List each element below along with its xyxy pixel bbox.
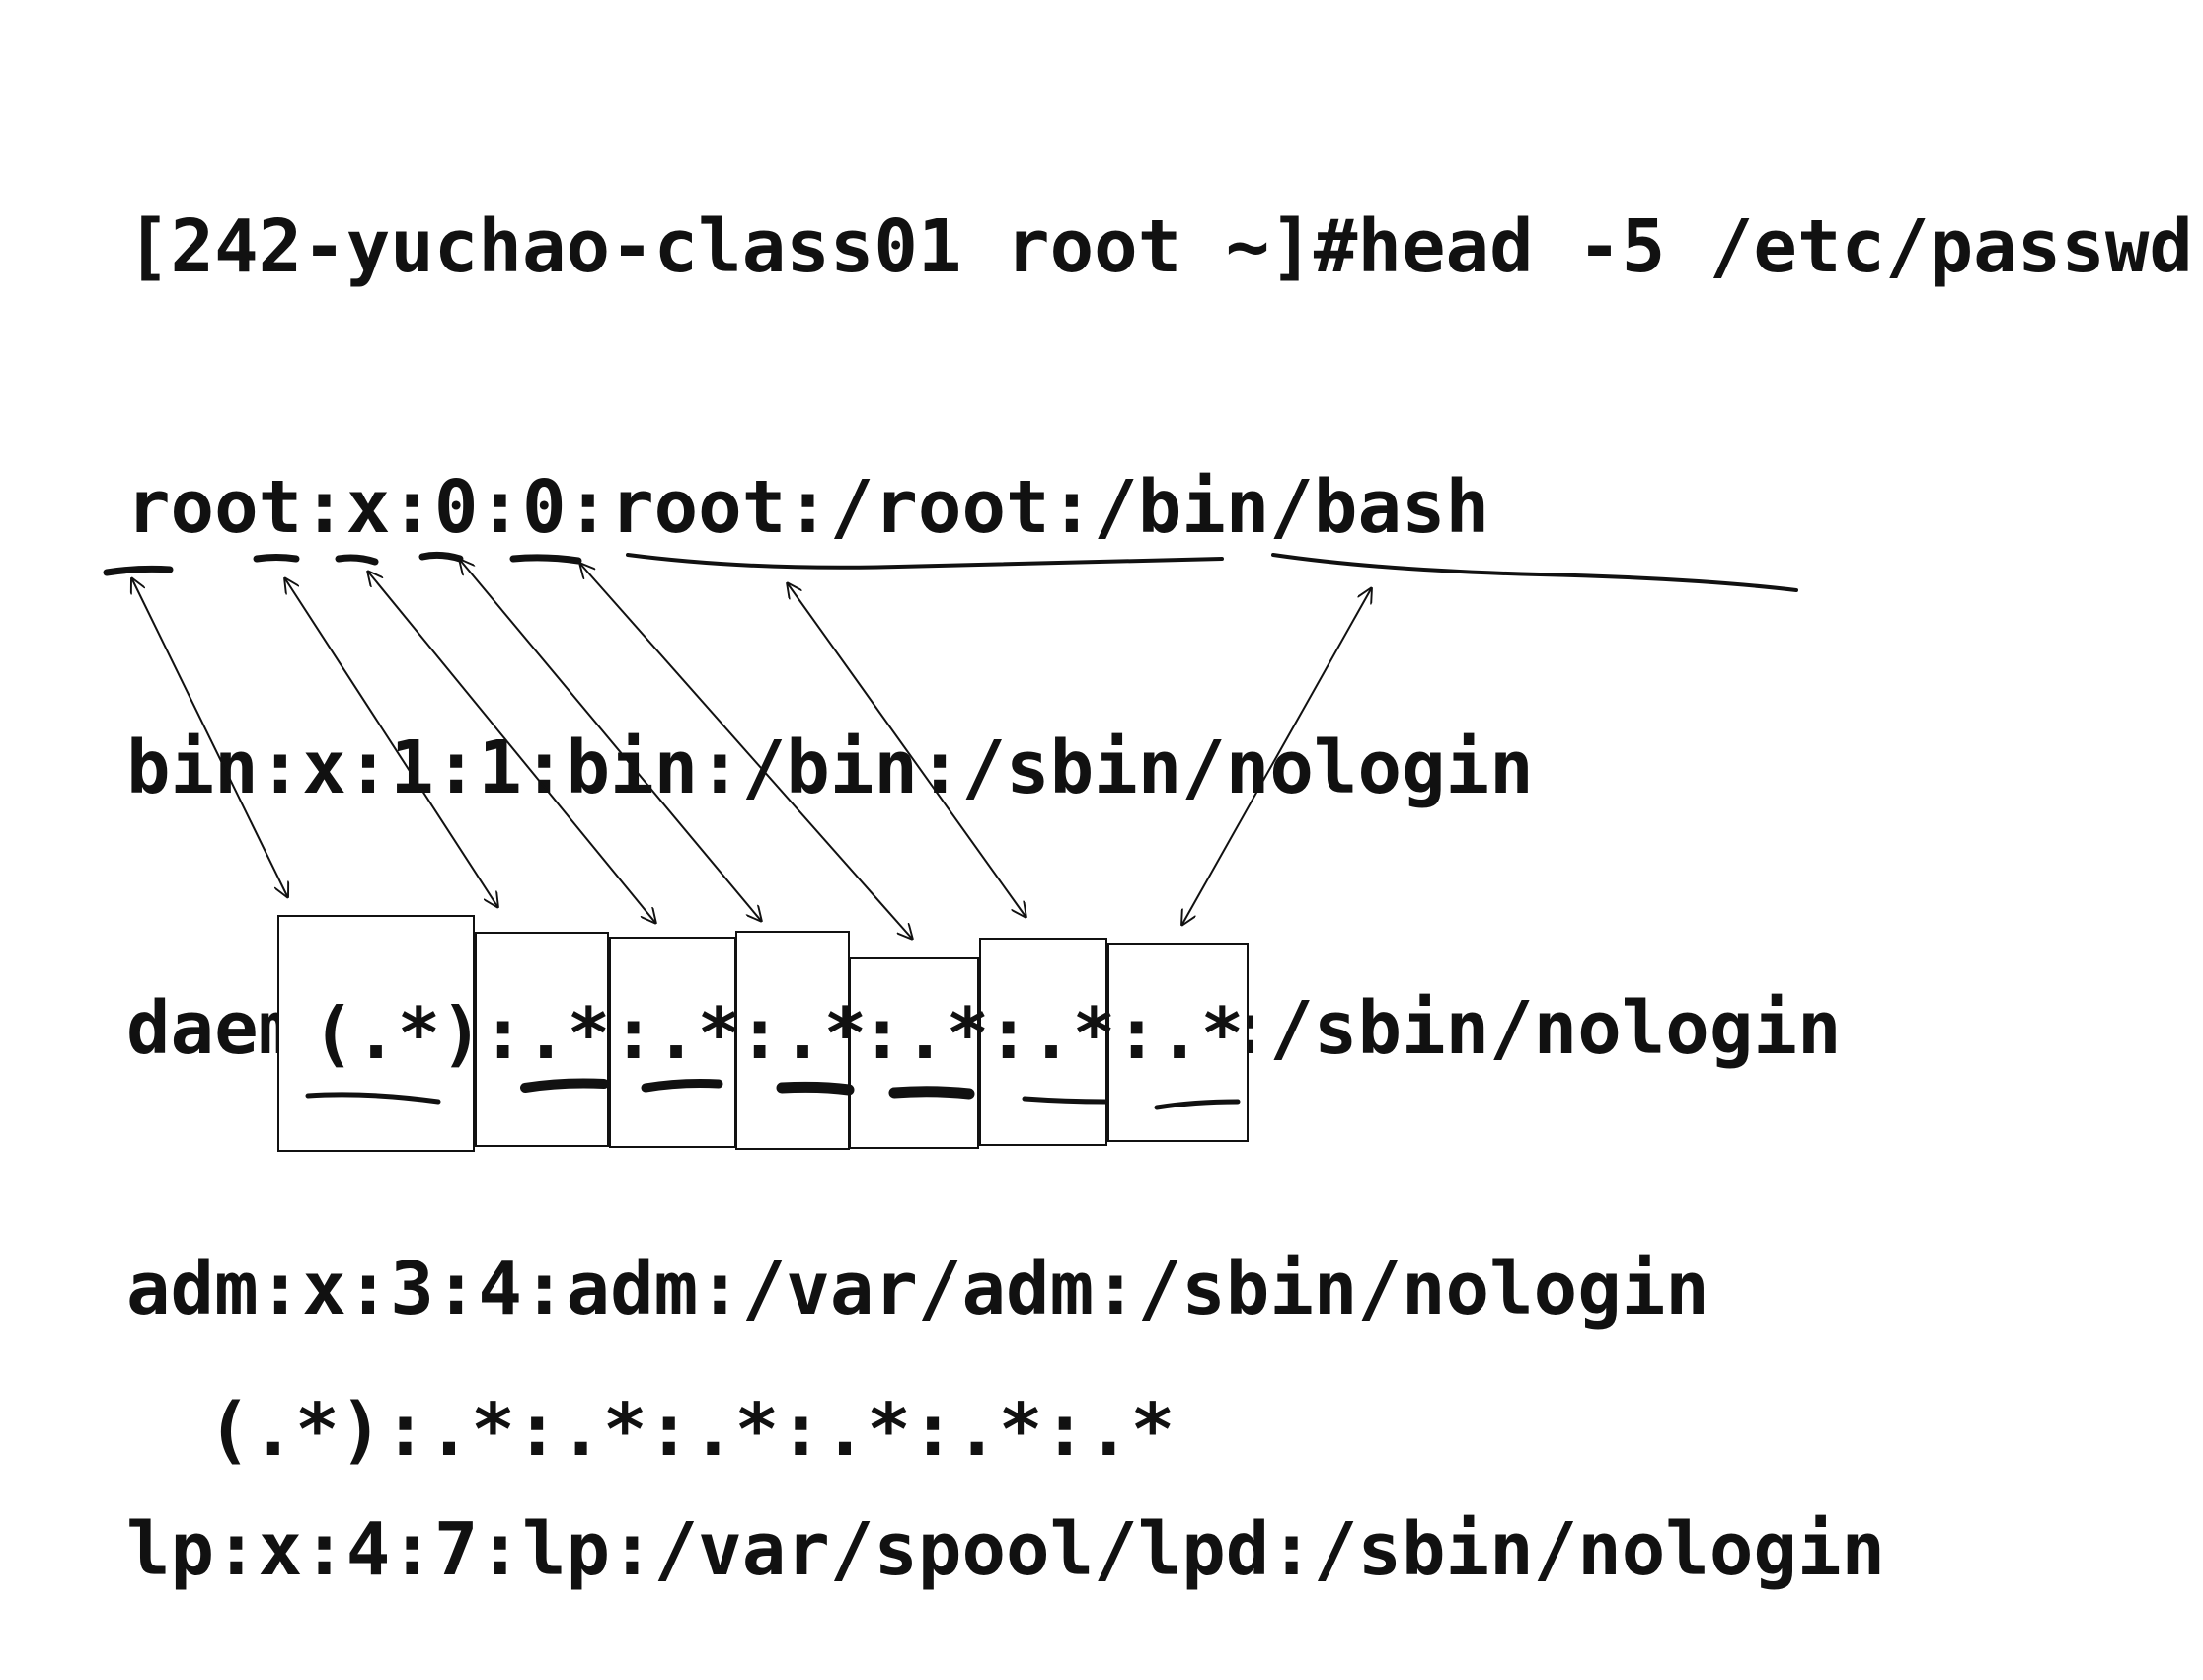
box-underline-1	[305, 1092, 441, 1105]
regex-box-3	[609, 937, 736, 1148]
passwd-line-root: root:x:0:0:root:/root:/bin/bash	[126, 465, 1490, 550]
regex-box-text-4: :.*	[738, 992, 867, 1075]
regex-box-text-5: :.*	[861, 992, 989, 1075]
underline-lp-field6	[626, 553, 1224, 570]
regex-box-5	[849, 957, 979, 1149]
regex-box-4	[735, 931, 850, 1150]
box-underline-6	[1022, 1096, 1108, 1105]
box-underline-2	[520, 1078, 609, 1093]
underline-lp-field5	[509, 554, 582, 565]
mapping-arrow-7	[1181, 587, 1372, 926]
regex-box-text-7: :.*	[1115, 992, 1244, 1075]
regex-box-7	[1107, 943, 1249, 1142]
underline-lp-field1	[103, 565, 174, 576]
underline-lp-field7	[1271, 553, 1798, 592]
command-line: [242-yuchao-class01 root ~]#head -5 /etc…	[126, 204, 2193, 289]
regex-box-text-6: :.*	[987, 992, 1115, 1075]
box-underline-7	[1154, 1099, 1241, 1110]
underline-lp-field4	[418, 551, 464, 563]
box-underline-4	[776, 1081, 855, 1096]
mapping-arrow-1	[131, 577, 288, 898]
mapping-arrow-6	[787, 582, 1026, 918]
box-underline-5	[888, 1086, 975, 1100]
regex-box-6	[979, 938, 1107, 1146]
mapping-arrow-3	[367, 571, 656, 924]
regex-box-text-2: :.*	[482, 992, 610, 1075]
field-mapping-diagram: (.*) :.* :.* :.* :.* :.* :.*	[103, 551, 1798, 1152]
regex-box-text-1: (.*)	[312, 992, 483, 1075]
regex-full-expression: (.*):.*:.*:.*:.*:.*:.*	[207, 1388, 1176, 1473]
underline-lp-field2	[253, 554, 300, 563]
passwd-line-adm: adm:x:3:4:adm:/var/adm:/sbin/nologin	[126, 1247, 1709, 1332]
mapping-arrow-5	[579, 563, 913, 940]
mapping-arrow-2	[284, 577, 498, 908]
regex-box-2	[475, 932, 609, 1147]
underline-lp-field3	[335, 554, 379, 566]
regex-box-text-3: :.*	[612, 992, 740, 1075]
box-underline-3	[641, 1079, 723, 1093]
regex-box-1	[277, 915, 475, 1152]
